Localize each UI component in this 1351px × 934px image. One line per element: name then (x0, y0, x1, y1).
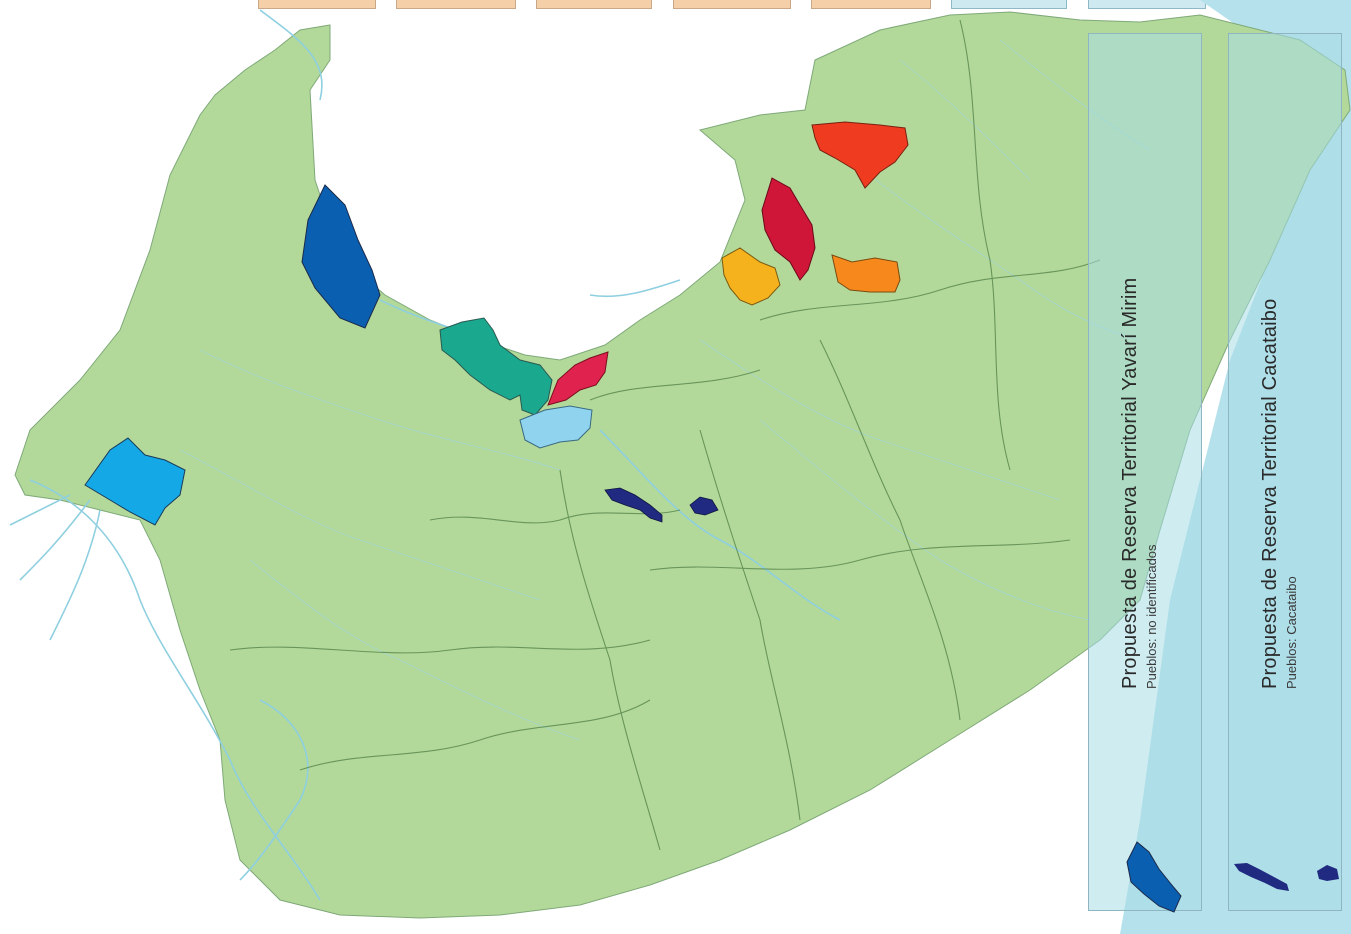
crimson-reserve (761, 177, 816, 281)
legend-subtitle-cacataibo: Pueblos: Cacataibo (1284, 576, 1299, 689)
red-reserve (811, 121, 909, 189)
magenta-reserve (547, 351, 609, 406)
header-tab-5 (811, 0, 931, 9)
legend-swatch-cacataibo (1234, 863, 1339, 891)
legend-subtitle-yavari-mirim: Pueblos: no identificados (1144, 544, 1159, 689)
sky-blue-reserve (84, 437, 186, 526)
legend-title-cacataibo: Propuesta de Reserva Territorial Cacatai… (1259, 298, 1281, 689)
yellow-reserve (721, 247, 781, 306)
district-borders (229, 19, 1101, 851)
header-tab-4 (673, 0, 791, 9)
header-tab-6 (951, 0, 1067, 9)
header-tab-2 (396, 0, 516, 9)
header-tab-3 (536, 0, 652, 9)
header-tab-1 (258, 0, 376, 9)
legend-title-yavari-mirim: Propuesta de Reserva Territorial Yavarí … (1119, 277, 1141, 689)
teal-reserve (439, 317, 553, 416)
header-tab-7 (1088, 0, 1206, 9)
land-mass (14, 11, 1351, 919)
legend-panel-yavari-mirim: Propuesta de Reserva Territorial Yavarí … (1088, 33, 1202, 913)
orange-reserve (831, 254, 901, 293)
legend-panel-cacataibo: Propuesta de Reserva Territorial Cacatai… (1228, 33, 1342, 911)
cacataibo-reserve-east (689, 496, 719, 516)
yavari-mirim-reserve (301, 184, 381, 329)
legend-swatch-yavari-mirim (1126, 841, 1182, 913)
cacataibo-reserve-west (604, 487, 663, 523)
light-blue-reserve (519, 405, 593, 449)
rivers (9, 9, 841, 901)
